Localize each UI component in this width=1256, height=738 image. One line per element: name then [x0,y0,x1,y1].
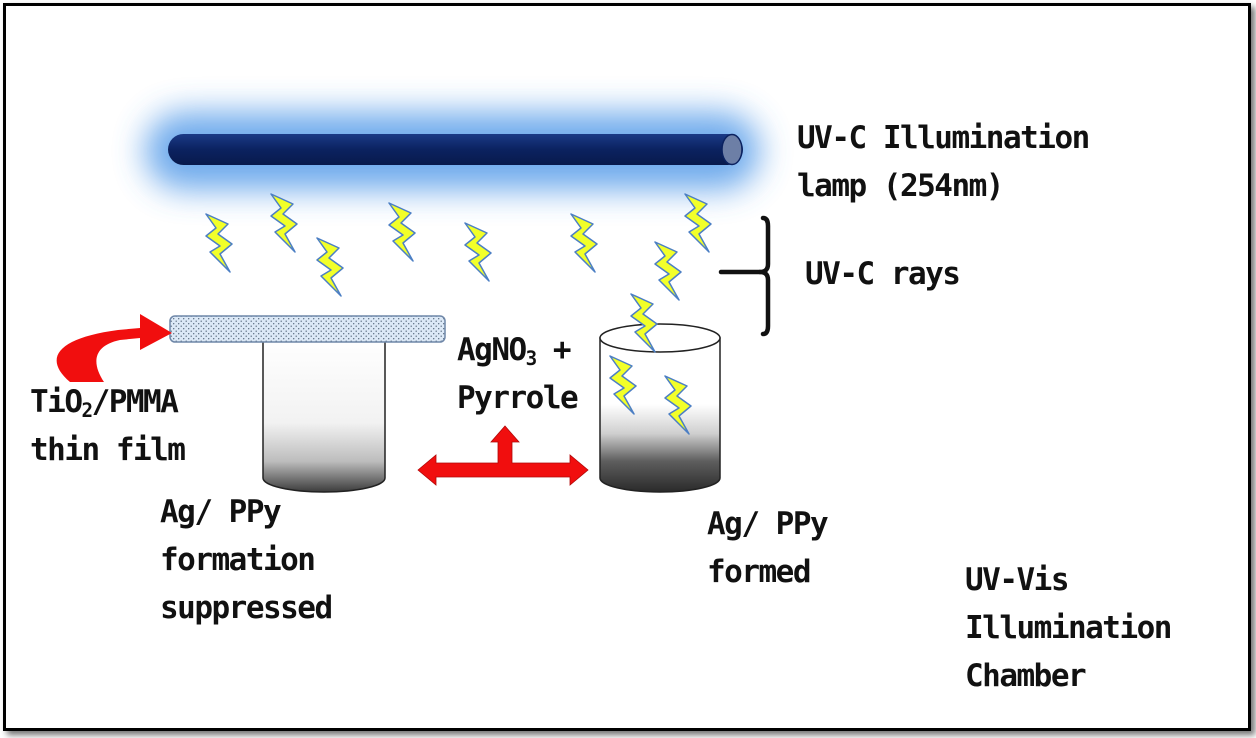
lamp-label-line1: UV-C Illumination [797,120,1090,156]
beaker-suppressed-body [262,337,386,493]
reagent-label-line2: Pyrrole [457,380,579,417]
lightning-bolt-icon-front-3 [664,375,692,435]
lightning-bolt-icon-3 [316,237,344,297]
beaker-formed [599,323,721,493]
suppressed-label-line3: suppressed [160,590,333,627]
formed-label: Ag/ PPy formed [707,500,829,596]
film-disc [169,315,446,343]
tio2-pmma-film [169,315,446,343]
lamp-tube-end [721,133,743,166]
formed-label-line1: Ag/ PPy [707,506,829,542]
lightning-bolt-icon-1 [205,213,233,273]
suppressed-label-line1: Ag/ PPy [160,494,282,530]
suppressed-label: Ag/ PPy formation suppressed [160,488,333,632]
beaker-formed-body [599,337,721,493]
lightning-bolt-icon-8 [654,241,682,301]
lightning-bolt-icon-5 [464,222,492,282]
suppressed-label-line2: formation [160,542,316,579]
formed-label-line2: formed [707,554,811,591]
lamp-tube [168,134,743,165]
reagent-formula-subscript: 3 [525,346,538,370]
beaker-formed-rim [599,323,721,353]
reagent-formula-main: AgNO [457,332,527,368]
lamp-label: UV-C Illumination lamp (254nm) [797,114,1090,210]
reagent-t-arrow [417,425,589,486]
lamp-label-line2: lamp (254nm) [797,168,1004,205]
reagent-label: AgNO3 + Pyrrole [457,326,579,422]
chamber-label-line1: UV-Vis [965,562,1069,598]
film-label-line2: thin film [30,432,186,469]
chamber-label-line3: Chamber [965,658,1087,695]
film-formula-main: TiO [30,384,83,420]
lightning-bolt-icon-7 [684,193,712,253]
uv-ray-bolts-front [609,293,692,435]
chamber-label: UV-Vis Illumination Chamber [965,556,1172,700]
reagent-formula-rest: + [535,332,572,368]
film-label: TiO2/PMMA thin film [30,378,186,474]
uv-lamp [145,112,760,190]
film-formula-rest: /PMMA [91,384,179,420]
uv-ray-bolts [205,193,712,301]
film-label-line1: TiO2/PMMA [30,378,184,426]
reagent-label-line1: AgNO3 + [457,326,577,374]
chamber-label-line2: Illumination [965,610,1172,647]
lightning-bolt-icon-front-1 [630,293,658,353]
film-formula-subscript: 2 [81,398,94,422]
beaker-suppressed [262,337,386,493]
rays-bracket [757,215,771,337]
film-pointer-arrow [56,314,172,382]
lightning-bolt-icon-4 [388,202,416,262]
lightning-bolt-icon-front-2 [609,355,637,415]
lightning-bolt-icon-6 [570,213,598,273]
lightning-bolt-icon-2 [270,193,298,253]
rays-label: UV-C rays [805,256,961,292]
